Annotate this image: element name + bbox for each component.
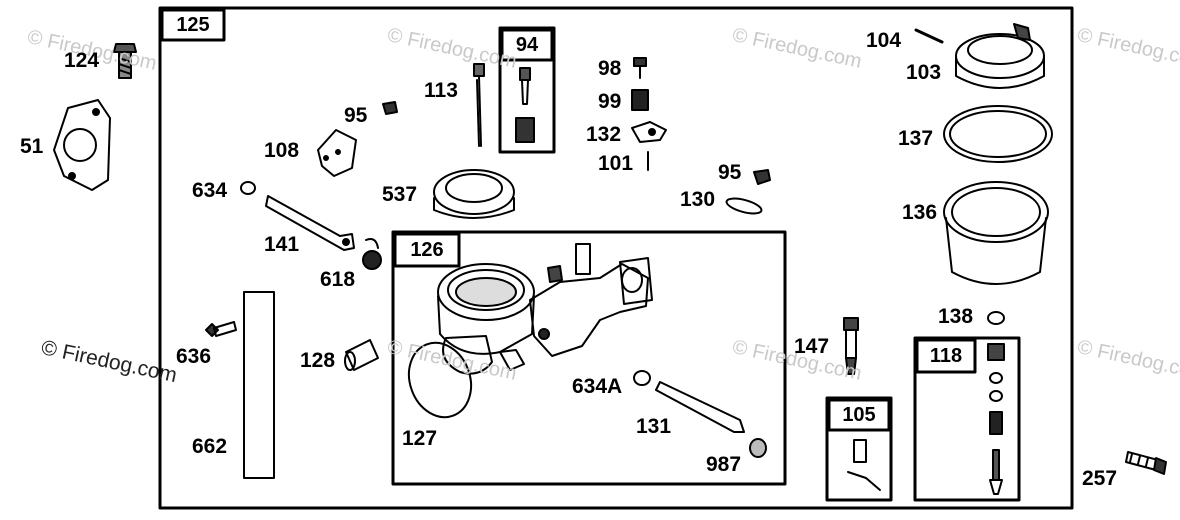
filter-cap-103-part <box>955 23 1045 89</box>
float-valve-box <box>913 336 1021 502</box>
box-label-118: 118 <box>929 345 963 367</box>
part-label-113: 113 <box>424 79 458 102</box>
part-label-95b: 95 <box>718 161 742 184</box>
float-valve-box-tag <box>915 338 977 374</box>
ring-537-part <box>433 169 515 219</box>
part-label-136: 136 <box>902 201 938 224</box>
part-label-141: 141 <box>264 233 300 256</box>
part-label-127: 127 <box>402 427 438 450</box>
gasket-127-part <box>407 341 473 419</box>
part-label-537: 537 <box>382 183 418 206</box>
part-label-108: 108 <box>264 139 300 162</box>
washer-138-part <box>987 311 1005 325</box>
needle-105-part <box>847 439 881 491</box>
screw-98-part <box>633 57 647 79</box>
box-label-126: 126 <box>410 239 444 261</box>
part-label-137: 137 <box>898 127 934 150</box>
part-label-101: 101 <box>598 152 634 175</box>
part-label-51: 51 <box>20 135 44 158</box>
clip-132-part <box>631 121 667 143</box>
needle-113-part <box>473 63 485 147</box>
float-valve-118-part <box>987 343 1005 495</box>
screw-95-part <box>382 101 398 115</box>
box-label-105: 105 <box>842 404 876 426</box>
link-141-part <box>265 195 355 251</box>
main-frame <box>158 6 1074 510</box>
part-label-99: 99 <box>598 90 622 113</box>
diaphragm-108-part <box>317 129 357 177</box>
part-label-138: 138 <box>938 305 974 328</box>
jet-94-part <box>515 67 535 143</box>
screw-636-part <box>205 321 237 337</box>
jet-box <box>498 26 556 154</box>
rod-131-part <box>655 381 745 433</box>
part-label-98: 98 <box>598 57 622 80</box>
tube-128-part <box>344 339 379 371</box>
disk-130-part <box>725 197 763 215</box>
carburetor-body-box <box>391 230 787 486</box>
jet-box-tag <box>500 28 554 62</box>
part-label-130: 130 <box>680 188 716 211</box>
nut-987-part <box>749 438 767 458</box>
part-label-618: 618 <box>320 268 356 291</box>
bowl-136-part <box>943 181 1049 285</box>
spring-618-part <box>362 238 382 270</box>
carburetor-body-box-tag <box>393 232 461 268</box>
box-label-125: 125 <box>176 14 210 36</box>
part-label-636: 636 <box>176 345 212 368</box>
screw-257-part <box>1125 451 1167 475</box>
gasket-51-part <box>53 99 111 191</box>
part-label-634a: 634A <box>572 375 623 398</box>
part-label-147: 147 <box>794 335 830 358</box>
part-label-662: 662 <box>192 435 228 458</box>
part-label-124: 124 <box>64 49 100 72</box>
needle-box-tag <box>827 398 891 432</box>
part-label-131: 131 <box>636 415 672 438</box>
valve-147-part <box>843 317 859 375</box>
part-label-103: 103 <box>906 61 942 84</box>
box-label-94: 94 <box>515 34 539 56</box>
part-label-987: 987 <box>706 453 742 476</box>
plate-662-part <box>243 291 275 479</box>
part-label-95: 95 <box>344 104 368 127</box>
needle-box <box>825 396 893 502</box>
part-label-104: 104 <box>866 29 902 52</box>
part-label-634: 634 <box>192 179 228 202</box>
screw-95b-part <box>753 169 771 185</box>
washer-634a-part <box>633 370 651 386</box>
part-label-257: 257 <box>1082 467 1118 490</box>
carburetor-body-126-part <box>437 243 653 375</box>
part-label-128: 128 <box>300 349 336 372</box>
gasket-137-part <box>943 105 1053 163</box>
spring-99-part <box>631 89 649 111</box>
part-label-132: 132 <box>586 123 622 146</box>
main-frame-tag <box>160 8 226 42</box>
washer-634-part <box>240 181 256 195</box>
pin-104-part <box>914 28 944 44</box>
bolt-124-part <box>113 43 137 79</box>
